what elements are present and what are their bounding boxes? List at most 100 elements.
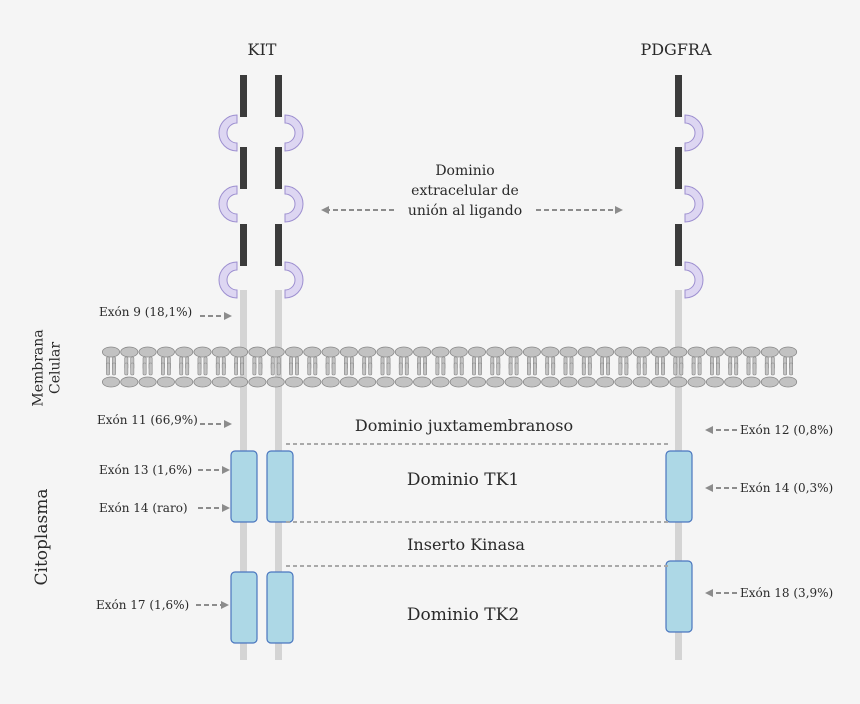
lipid-head: [303, 376, 322, 388]
lipid-tail: [167, 362, 171, 376]
kit-right-ig-bar: [275, 75, 282, 117]
pdgfra-ig-bar: [675, 224, 682, 266]
lipid-head: [358, 376, 377, 388]
lipid-head: [760, 346, 779, 358]
extracellular-ig-domains: [218, 75, 704, 299]
lipid-tail: [289, 362, 293, 376]
lipid-head: [102, 376, 121, 388]
lipid-tail: [459, 362, 464, 376]
lipid-tail: [673, 362, 678, 376]
lipid-head: [760, 376, 779, 388]
kit-left-ig-bar: [240, 224, 247, 266]
lipid-head: [504, 376, 523, 388]
lipid-tail: [106, 362, 110, 376]
kit-left-ig-bar: [240, 75, 247, 117]
lipid-head: [376, 376, 395, 388]
lipid-head: [321, 346, 340, 358]
pdgfra-ig-bar: [675, 147, 682, 189]
lipid-tail: [179, 362, 184, 376]
lipid-tail: [472, 362, 476, 376]
lipid-tail: [551, 362, 556, 376]
lipid-head: [577, 346, 596, 358]
pdgfra-ig-loop: [684, 261, 704, 299]
kit-left-ig-loop: [218, 185, 238, 223]
lipid-head: [449, 346, 468, 358]
lipid-head: [651, 346, 670, 358]
lipid-tail: [386, 362, 391, 376]
lipid-head: [248, 346, 267, 358]
cell-membrane: [102, 346, 798, 388]
juxtamembrane-domain-label: Dominio juxtamembranoso: [355, 416, 573, 435]
kit-left-ig-loop: [218, 261, 238, 299]
lipid-head: [413, 376, 432, 388]
lipid-head: [541, 346, 560, 358]
lipid-tail: [130, 362, 135, 376]
lipid-head: [358, 346, 377, 358]
lipid-head: [120, 376, 139, 388]
lipid-head: [230, 346, 249, 358]
lipid-tail: [221, 362, 226, 376]
pdgfra-tk1-block: [665, 450, 693, 523]
kit-left-tk2-block: [230, 571, 258, 644]
kit-exon-label: Exón 9 (18,1%): [99, 305, 192, 319]
lipid-tail: [313, 362, 318, 376]
lipid-head: [596, 376, 615, 388]
lipid-tail: [600, 362, 605, 376]
lipid-tail: [124, 362, 129, 376]
pdgfra-exon-label: Exón 14 (0,3%): [740, 481, 833, 495]
lipid-tail: [215, 362, 220, 376]
lipid-tail: [563, 362, 568, 376]
tk1-domain-label: Dominio TK1: [407, 470, 519, 490]
kit-right-ig-loop: [284, 185, 304, 223]
kit-left-ig-loop: [218, 114, 238, 152]
lipid-tail: [234, 362, 239, 376]
lipid-head: [577, 376, 596, 388]
lipid-head: [138, 376, 157, 388]
kit-left-ig-bar: [240, 147, 247, 189]
lipid-tail: [764, 362, 769, 376]
lipid-head: [175, 346, 194, 358]
lipid-tail: [697, 362, 702, 376]
lipid-tail: [368, 362, 373, 376]
lipid-head: [486, 376, 505, 388]
pdgfra-ig-loop: [684, 114, 704, 152]
lipid-head: [705, 376, 724, 388]
lipid-head: [339, 376, 358, 388]
lipid-tail: [655, 362, 659, 376]
lipid-head: [724, 376, 743, 388]
kit-exon-label: Exón 14 (raro): [99, 501, 188, 515]
lipid-head: [211, 376, 230, 388]
lipid-head: [651, 376, 670, 388]
lipid-head: [541, 376, 560, 388]
lipid-head: [193, 346, 212, 358]
lipid-tail: [514, 362, 519, 376]
lipid-head: [779, 346, 798, 358]
lipid-tail: [240, 362, 245, 376]
lipid-head: [376, 346, 395, 358]
lipid-tail: [453, 362, 458, 376]
lipid-tail: [398, 362, 403, 376]
pdgfra-title: PDGFRA: [640, 40, 712, 59]
lipid-tail: [478, 362, 482, 376]
lipid-tail: [624, 362, 629, 376]
lipid-head: [705, 346, 724, 358]
lipid-tail: [770, 362, 775, 376]
lipid-head: [138, 346, 157, 358]
lipid-head: [193, 376, 212, 388]
tk2-domain-label: Dominio TK2: [407, 605, 519, 625]
pdgfra-ig-loop: [684, 185, 704, 223]
lipid-head: [102, 346, 121, 358]
lipid-head: [394, 346, 413, 358]
lipid-head: [504, 346, 523, 358]
lipid-tail: [185, 362, 190, 376]
lipid-head: [156, 376, 175, 388]
kit-right-ig-loop: [284, 114, 304, 152]
lipid-head: [596, 346, 615, 358]
kinase-insert-label: Inserto Kinasa: [407, 535, 525, 554]
lipid-head: [687, 346, 706, 358]
kit-left-tk1-block: [230, 450, 258, 523]
lipid-tail: [380, 362, 385, 376]
lipid-tail: [203, 362, 208, 376]
